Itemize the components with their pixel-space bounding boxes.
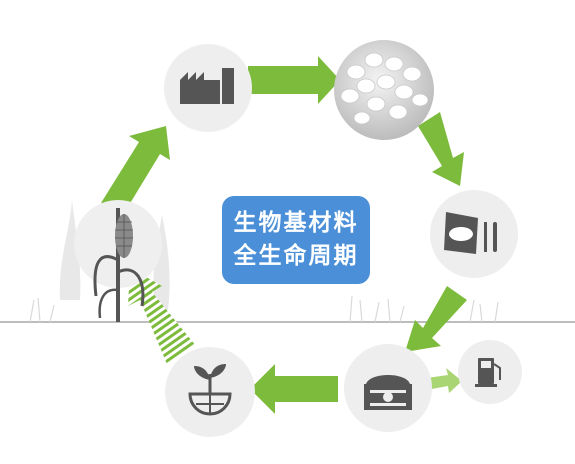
center-label-line1: 生物基材料 (233, 210, 359, 236)
factory-node (164, 44, 252, 132)
corn-plant-icon (93, 208, 145, 322)
arrow-packaging-to-compost (405, 286, 467, 352)
arrow-compost-to-sprout (250, 364, 338, 414)
compost-bin-icon (364, 375, 412, 410)
center-label-box: 生物基材料 全生命周期 (222, 196, 370, 284)
factory-icon (180, 68, 234, 104)
arrow-corn-to-factory (101, 126, 170, 215)
arrow-factory-to-granules (248, 56, 340, 104)
compost-node (344, 344, 432, 432)
packaging-node (430, 190, 518, 278)
fuel-pump-icon (475, 358, 501, 387)
sprout-globe-icon (188, 364, 232, 416)
food-package-cutlery-icon (444, 212, 497, 254)
granules-node (334, 40, 434, 140)
arrow-sprout-to-corn (128, 268, 196, 364)
center-label-line2: 全生命周期 (233, 243, 359, 269)
sprout-node (165, 347, 255, 437)
arrow-granules-to-packaging (418, 112, 464, 186)
fuel-node (458, 340, 522, 404)
plastic-pellets-icon (340, 52, 429, 125)
corn-node (74, 200, 162, 322)
